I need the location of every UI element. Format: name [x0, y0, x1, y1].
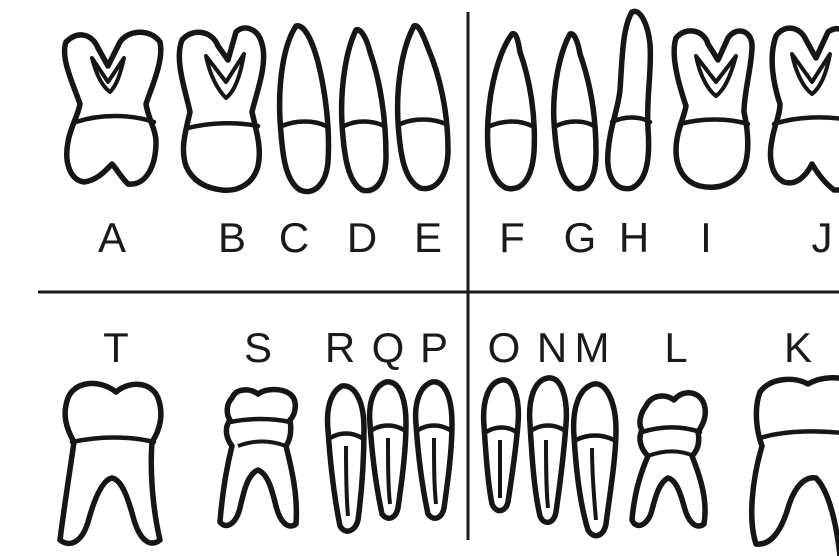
tooth-l [632, 393, 705, 526]
tooth-i [674, 31, 752, 187]
label-l: L [664, 324, 687, 371]
label-p: P [420, 324, 448, 371]
label-n: N [537, 324, 567, 371]
tooth-n [530, 378, 567, 523]
label-a: A [98, 214, 126, 261]
tooth-c [280, 26, 329, 192]
tooth-d [342, 30, 386, 191]
tooth-a [65, 32, 161, 184]
label-s: S [244, 324, 272, 371]
label-h: H [619, 214, 649, 261]
label-t: T [103, 324, 129, 371]
label-g: G [564, 214, 597, 261]
tooth-t [60, 383, 161, 543]
label-b: B [218, 214, 246, 261]
tooth-o [484, 380, 519, 511]
tooth-g [554, 34, 596, 189]
tooth-e [398, 26, 448, 189]
tooth-h [608, 11, 651, 188]
tooth-p [416, 382, 452, 518]
tooth-k [752, 378, 839, 556]
label-m: M [575, 324, 610, 371]
label-q: Q [372, 324, 405, 371]
label-i: I [700, 214, 712, 261]
tooth-s [220, 390, 296, 526]
label-r: R [325, 324, 355, 371]
tooth-j [771, 28, 839, 190]
tooth-r [328, 386, 364, 531]
label-d: D [347, 214, 377, 261]
label-c: C [279, 214, 309, 261]
label-k: K [784, 324, 812, 371]
tooth-q [370, 382, 406, 518]
tooth-b [179, 28, 263, 190]
label-j: J [812, 214, 833, 261]
label-f: F [499, 214, 525, 261]
label-e: E [414, 214, 442, 261]
tooth-f [488, 34, 535, 189]
tooth-m [574, 384, 616, 536]
label-o: O [488, 324, 521, 371]
